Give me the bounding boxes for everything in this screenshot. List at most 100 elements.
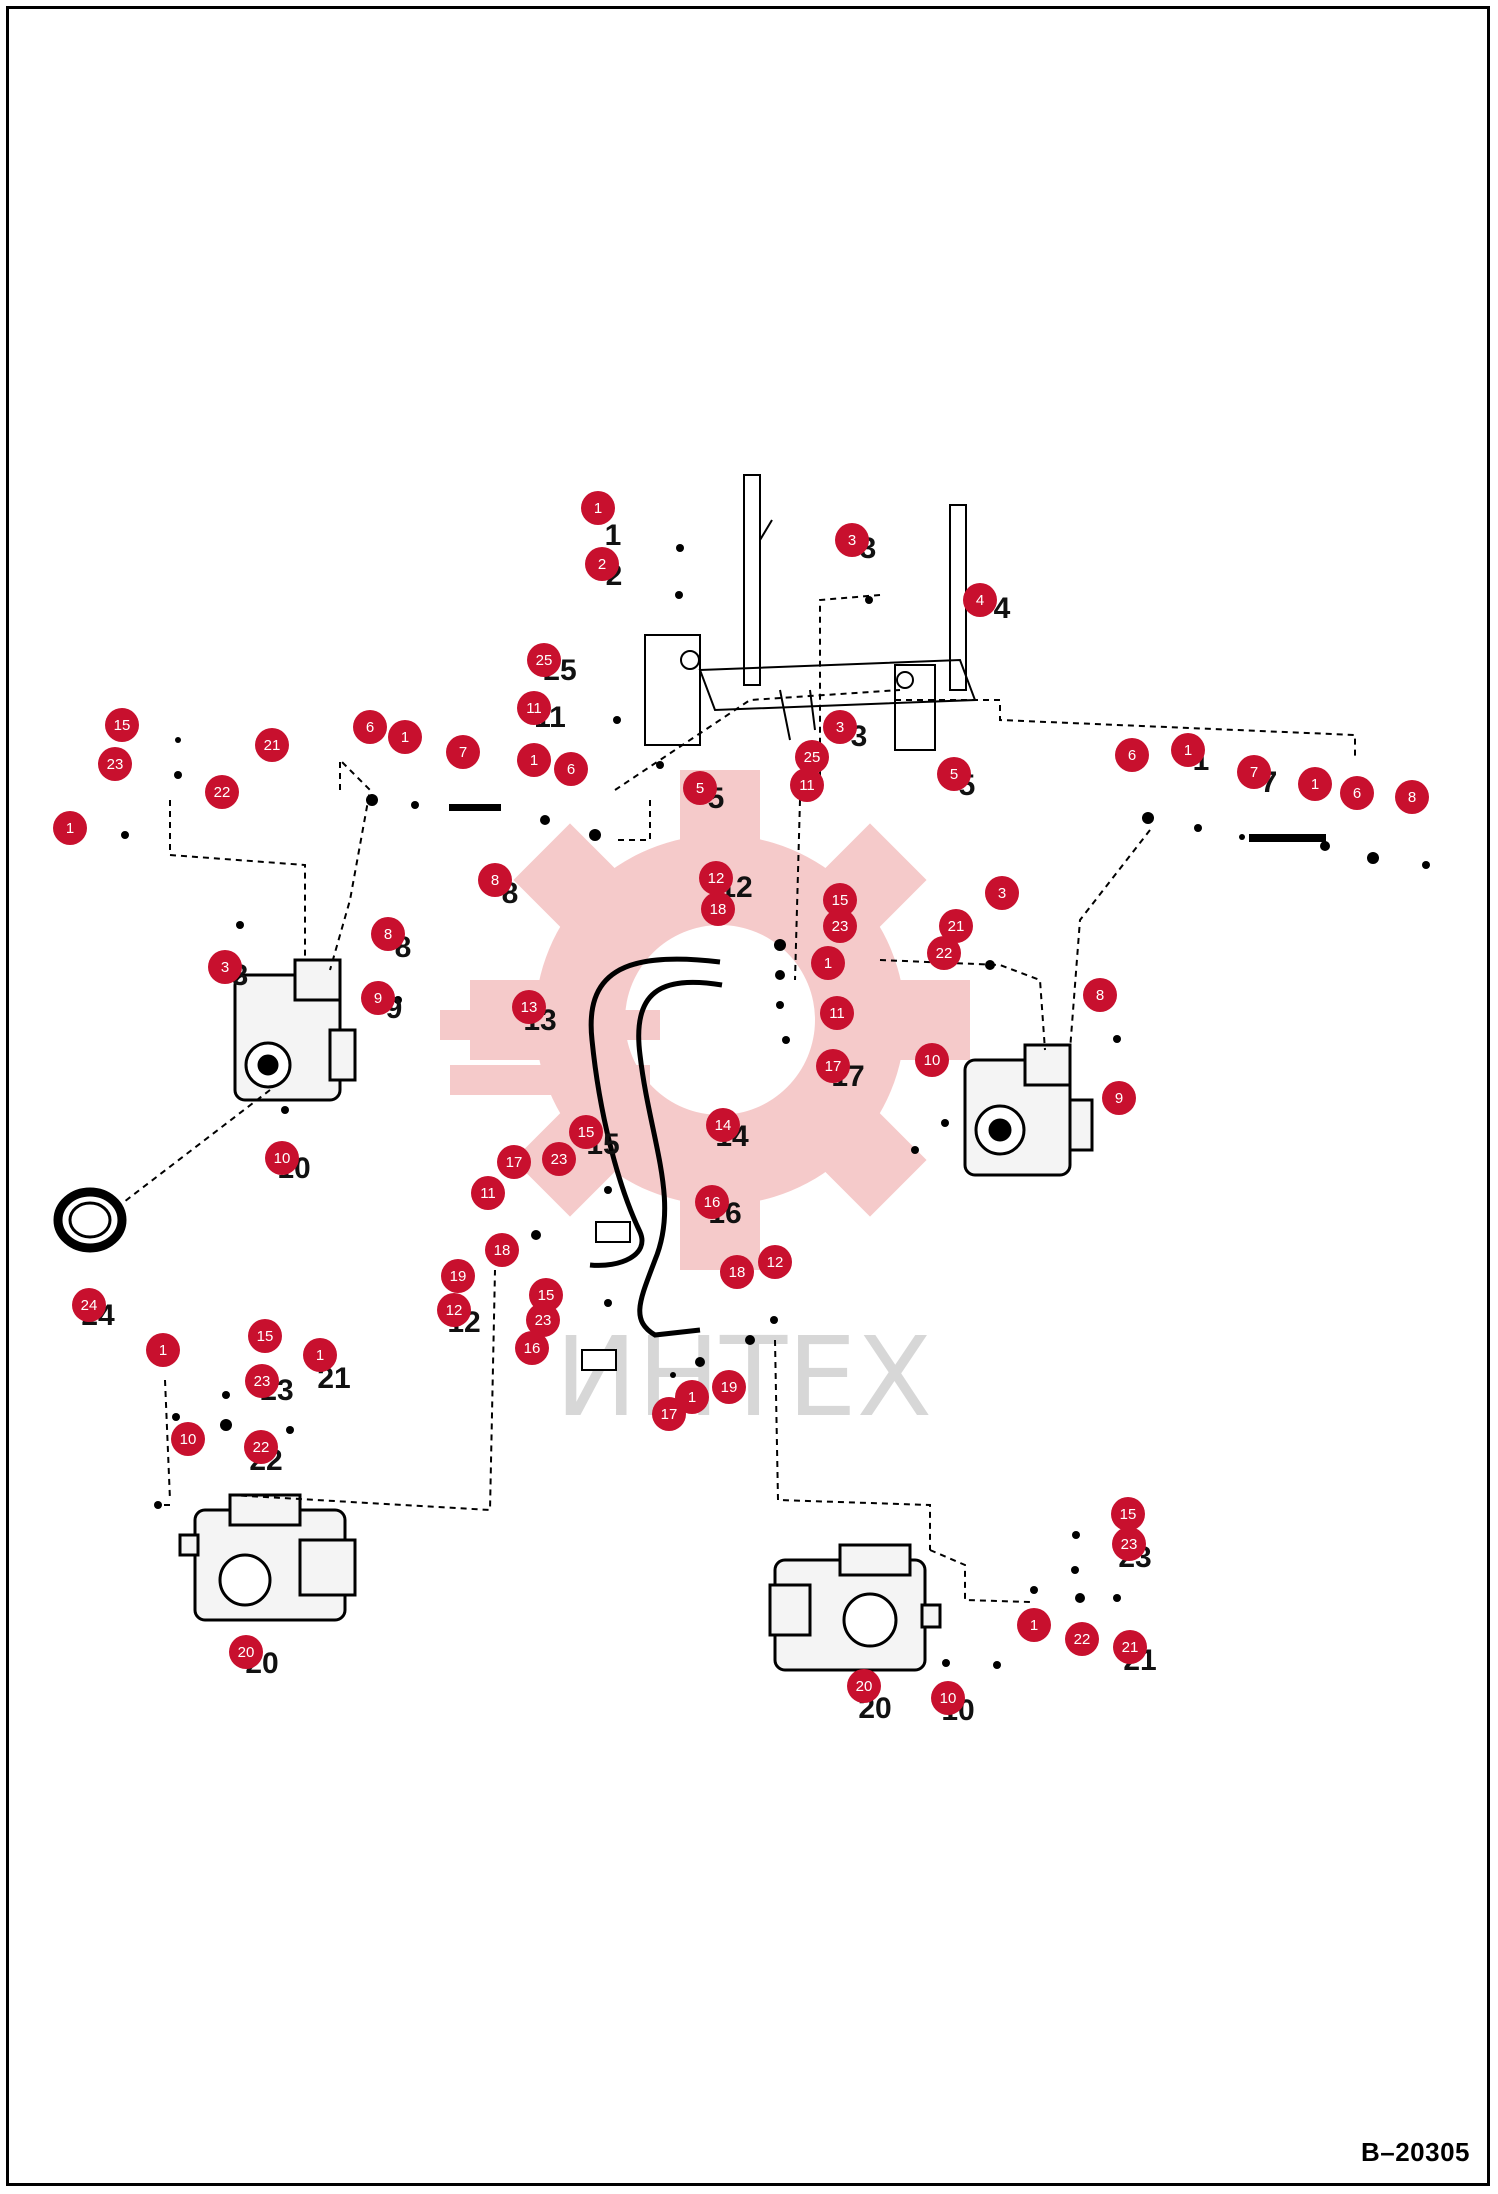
callout-label: 11: [526, 700, 542, 717]
callout-22: 22: [244, 1430, 278, 1464]
callout-circle: [485, 1233, 519, 1267]
callout-circle: [98, 747, 132, 781]
callout-circle: [497, 1145, 531, 1179]
callout-1: 1: [811, 946, 845, 980]
callout-circle: [526, 1303, 560, 1337]
callout-label: 10: [274, 1150, 291, 1167]
callout-18: 18: [701, 892, 735, 926]
callout-circle: [939, 909, 973, 943]
callout-label: 23: [107, 756, 124, 773]
callout-circle: [245, 1364, 279, 1398]
callout-label: 15: [832, 892, 849, 909]
callout-label: 25: [804, 749, 821, 766]
callout-circle: [205, 775, 239, 809]
callout-13: 13: [512, 990, 546, 1024]
callout-circle: [1065, 1622, 1099, 1656]
callout-circle: [53, 811, 87, 845]
callout-20: 20: [229, 1635, 263, 1669]
callout-label: 12: [446, 1302, 463, 1319]
callout-circle: [795, 740, 829, 774]
callout-label: 22: [253, 1439, 270, 1456]
callout-16: 16: [515, 1331, 549, 1365]
callout-circle: [695, 1185, 729, 1219]
callout-10: 10: [171, 1422, 205, 1456]
callout-14: 14: [706, 1108, 740, 1142]
callout-circle: [706, 1108, 740, 1142]
callout-circle: [915, 1043, 949, 1077]
callout-label: 13: [521, 999, 538, 1016]
callout-16: 16: [695, 1185, 729, 1219]
callout-4: 4: [963, 583, 997, 617]
callout-20: 20: [847, 1669, 881, 1703]
callout-1: 1: [517, 743, 551, 777]
callout-circle: [720, 1255, 754, 1289]
callout-circle: [1102, 1081, 1136, 1115]
document-number: B–20305: [1360, 2137, 1470, 2167]
callout-label: 24: [81, 1297, 98, 1314]
callout-6: 6: [1115, 738, 1149, 772]
callout-circle: [146, 1333, 180, 1367]
callout-circle: [1112, 1527, 1146, 1561]
callout-label: 1: [316, 1347, 324, 1364]
callout-circle: [823, 883, 857, 917]
callout-7: 7: [1237, 755, 1271, 789]
callout-circle: [937, 757, 971, 791]
callout-label: 1: [159, 1342, 167, 1359]
callout-label: 19: [450, 1268, 467, 1285]
callout-label: 8: [1408, 789, 1416, 806]
callout-label: 22: [936, 945, 953, 962]
callout-circle: [1115, 738, 1149, 772]
callout-circle: [542, 1142, 576, 1176]
callout-17: 17: [652, 1397, 686, 1431]
callout-circle: [811, 946, 845, 980]
callout-3: 3: [835, 523, 869, 557]
callout-circle: [985, 876, 1019, 910]
callout-label: 21: [1122, 1639, 1139, 1656]
callout-22: 22: [927, 936, 961, 970]
callout-21: 21: [255, 728, 289, 762]
callout-circle: [353, 710, 387, 744]
callout-label: 19: [721, 1379, 738, 1396]
callout-label: 16: [704, 1194, 721, 1211]
callout-1: 1: [53, 811, 87, 845]
callout-21: 21: [939, 909, 973, 943]
callout-label: 23: [1121, 1536, 1138, 1553]
callout-11: 11: [790, 768, 824, 802]
callout-circle: [931, 1681, 965, 1715]
callout-label: 10: [940, 1690, 957, 1707]
callout-circle: [712, 1370, 746, 1404]
callout-circle: [1171, 733, 1205, 767]
callout-23: 23: [542, 1142, 576, 1176]
callout-circle: [1111, 1497, 1145, 1531]
callout-label: 22: [1074, 1631, 1091, 1648]
callout-label: 17: [661, 1406, 678, 1423]
callout-circle: [515, 1331, 549, 1365]
callout-circle: [1083, 978, 1117, 1012]
callout-10: 10: [265, 1141, 299, 1175]
callout-22: 22: [1065, 1622, 1099, 1656]
callout-label: 1: [1311, 776, 1319, 793]
callout-19: 19: [441, 1259, 475, 1293]
callout-label: 17: [506, 1154, 523, 1171]
callout-label: 8: [491, 872, 499, 889]
pump-upper-left: [233, 958, 357, 1102]
callout-circle: [105, 708, 139, 742]
callout-6: 6: [353, 710, 387, 744]
callout-label: 15: [538, 1287, 555, 1304]
callout-label: 11: [799, 777, 815, 794]
callout-8: 8: [1083, 978, 1117, 1012]
callout-label: 23: [535, 1312, 552, 1329]
callout-18: 18: [485, 1233, 519, 1267]
hydraulic-hoses: [588, 956, 723, 1338]
callout-17: 17: [497, 1145, 531, 1179]
callout-label: 22: [214, 784, 231, 801]
callout-label: 7: [459, 744, 467, 761]
leader-lines: [119, 594, 1356, 1603]
callout-1: 1: [388, 720, 422, 754]
callout-circle: [1395, 780, 1429, 814]
callout-circle: [699, 861, 733, 895]
callout-circle: [569, 1115, 603, 1149]
callout-label: 1: [594, 500, 602, 517]
callout-18: 18: [720, 1255, 754, 1289]
callout-6: 6: [554, 752, 588, 786]
